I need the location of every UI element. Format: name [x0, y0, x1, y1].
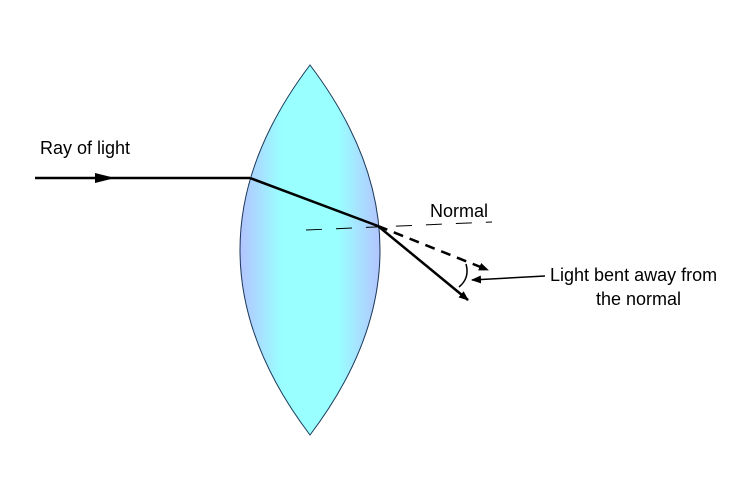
undeviated-path-dashed	[377, 224, 489, 272]
label-pointer-arrow	[471, 275, 546, 284]
bent-away-label-line1: Light bent away from	[550, 265, 718, 285]
emergent-ray	[377, 225, 469, 301]
bent-away-label-line2: the normal	[596, 289, 682, 309]
refracted-ray-inside	[249, 176, 379, 228]
normal-line	[305, 221, 493, 231]
angle-arc	[458, 263, 468, 288]
normal-label: Normal	[430, 201, 489, 221]
ray-of-light-label: Ray of light	[40, 138, 131, 158]
convex-lens	[239, 64, 381, 436]
incident-ray-arrow-icon	[95, 173, 115, 183]
